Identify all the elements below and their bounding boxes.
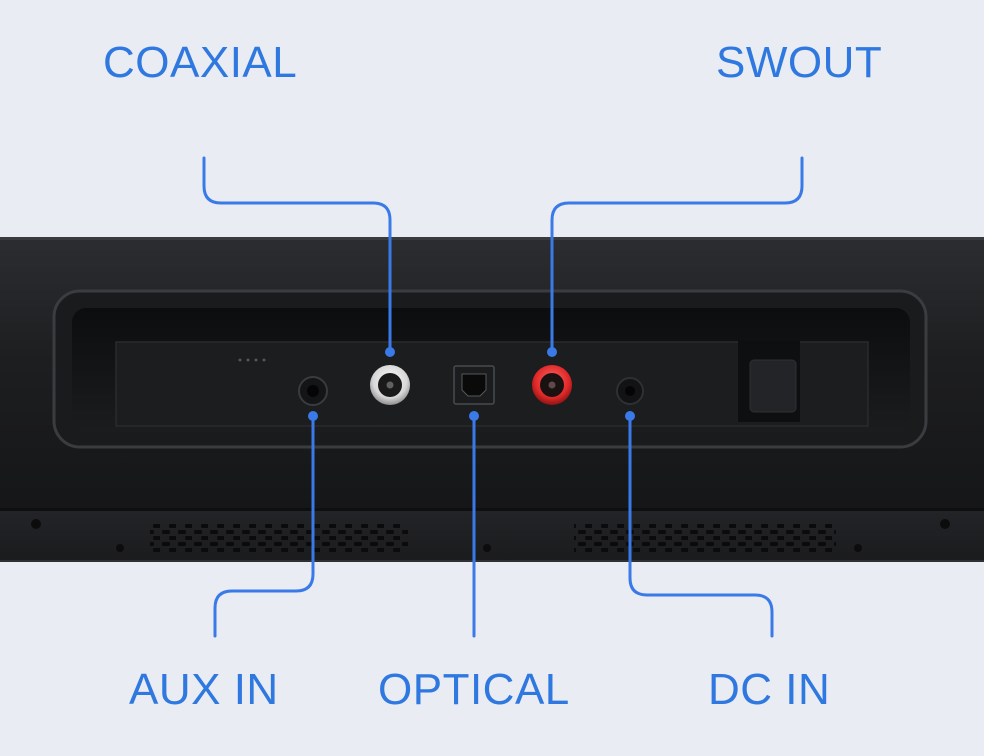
callout-line-dc-in — [628, 416, 774, 638]
label-coaxial: COAXIAL — [103, 38, 298, 87]
rca-jack-white-icon — [370, 365, 410, 405]
callout-lines — [202, 156, 804, 638]
rca-jack-red-icon — [532, 365, 572, 405]
callout-line-aux-in — [213, 416, 315, 638]
dc-barrel-jack-icon — [616, 377, 644, 405]
label-optical: OPTICAL — [378, 665, 570, 714]
label-swout: SWOUT — [716, 38, 883, 87]
label-aux-in: AUX IN — [129, 665, 279, 714]
vent-grille-right — [574, 524, 836, 552]
callout-line-coaxial — [202, 156, 392, 352]
screw-holes — [31, 519, 950, 552]
label-dc-in: DC IN — [708, 665, 831, 714]
vent-grille-left — [150, 524, 408, 552]
callout-line-swout — [550, 156, 804, 352]
3.5mm-jack-icon — [298, 376, 328, 406]
toslink-port-icon — [453, 365, 495, 405]
callout-endpoints — [308, 347, 635, 421]
